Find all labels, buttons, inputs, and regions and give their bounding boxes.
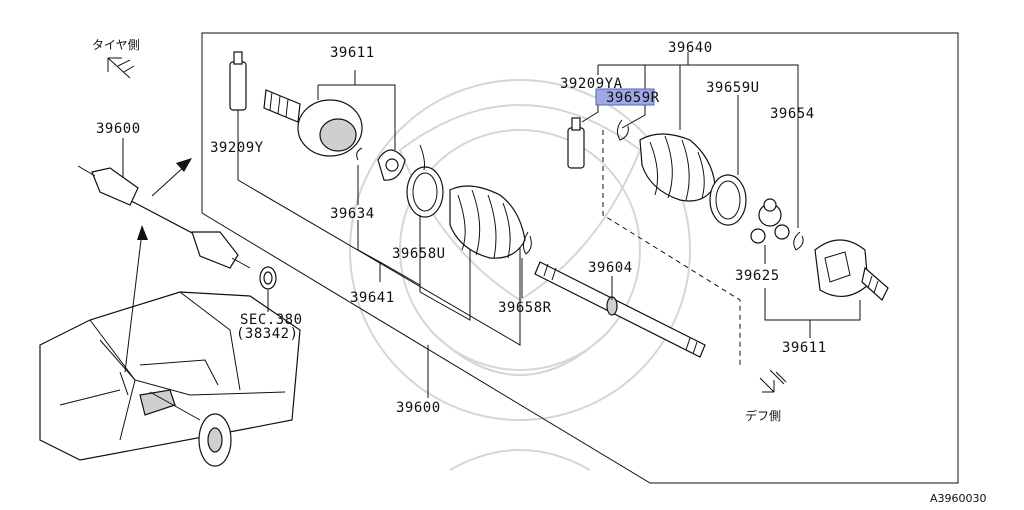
tire-side-label: タイヤ側 [92,38,140,52]
diagram-code: A3960030 [930,492,987,505]
label-39659U[interactable]: 39659U [706,80,760,96]
inner-cv-joint [814,239,889,301]
label-39640[interactable]: 39640 [668,40,713,56]
outer-boot [449,185,526,259]
watermark-emblem [349,79,691,471]
boot-band-39659U [709,174,747,226]
diff-side-label: デフ側 [745,408,781,423]
dashed-subassembly-outline [602,130,741,368]
car-illustration [39,291,301,467]
snap-ring-39634 [356,147,363,161]
outer-cv-joint [263,89,406,181]
tire-side-indicator: タイヤ側 [92,38,140,79]
highlight-39659R [595,88,655,106]
grease-tube-39209YA [567,117,585,169]
boot-band-39658U [406,144,444,218]
label-39611-top[interactable]: 39611 [330,45,375,61]
label-39654[interactable]: 39654 [770,106,815,122]
label-39641[interactable]: 39641 [350,290,395,306]
label-39209Y[interactable]: 39209Y [210,140,264,156]
label-39658U[interactable]: 39658U [392,246,446,262]
arrow-to-frame [151,158,192,197]
leader-lines [122,52,861,398]
grease-tube-39209Y [229,51,247,111]
diff-side-indicator: デフ側 [745,369,787,423]
label-39658R[interactable]: 39658R [498,300,552,316]
arrow-up [124,225,148,373]
label-39611-bottom[interactable]: 39611 [782,340,827,356]
label-39625[interactable]: 39625 [735,268,780,284]
label-sec-380[interactable]: SEC.380 [240,312,303,328]
boot-band-39658R [522,231,532,255]
label-39634[interactable]: 39634 [330,206,375,222]
label-39209YA[interactable]: 39209YA [560,76,623,92]
boot-band-39659R [616,119,629,141]
label-39600-left[interactable]: 39600 [96,121,141,137]
label-39604[interactable]: 39604 [588,260,633,276]
driveshaft-overview [77,165,277,290]
spider-39625 [750,198,790,244]
snap-ring-39654 [793,231,804,251]
part-labels: 39611 39640 39209YA 39659R 39659U 39654 … [96,40,827,416]
assembly-frame [201,32,959,484]
label-sec-sub: (38342) [236,326,299,342]
label-39659R[interactable]: 39659R [606,90,660,106]
label-39600-bottom[interactable]: 39600 [396,400,441,416]
inner-boot [639,133,716,202]
shaft-39604 [534,261,706,358]
